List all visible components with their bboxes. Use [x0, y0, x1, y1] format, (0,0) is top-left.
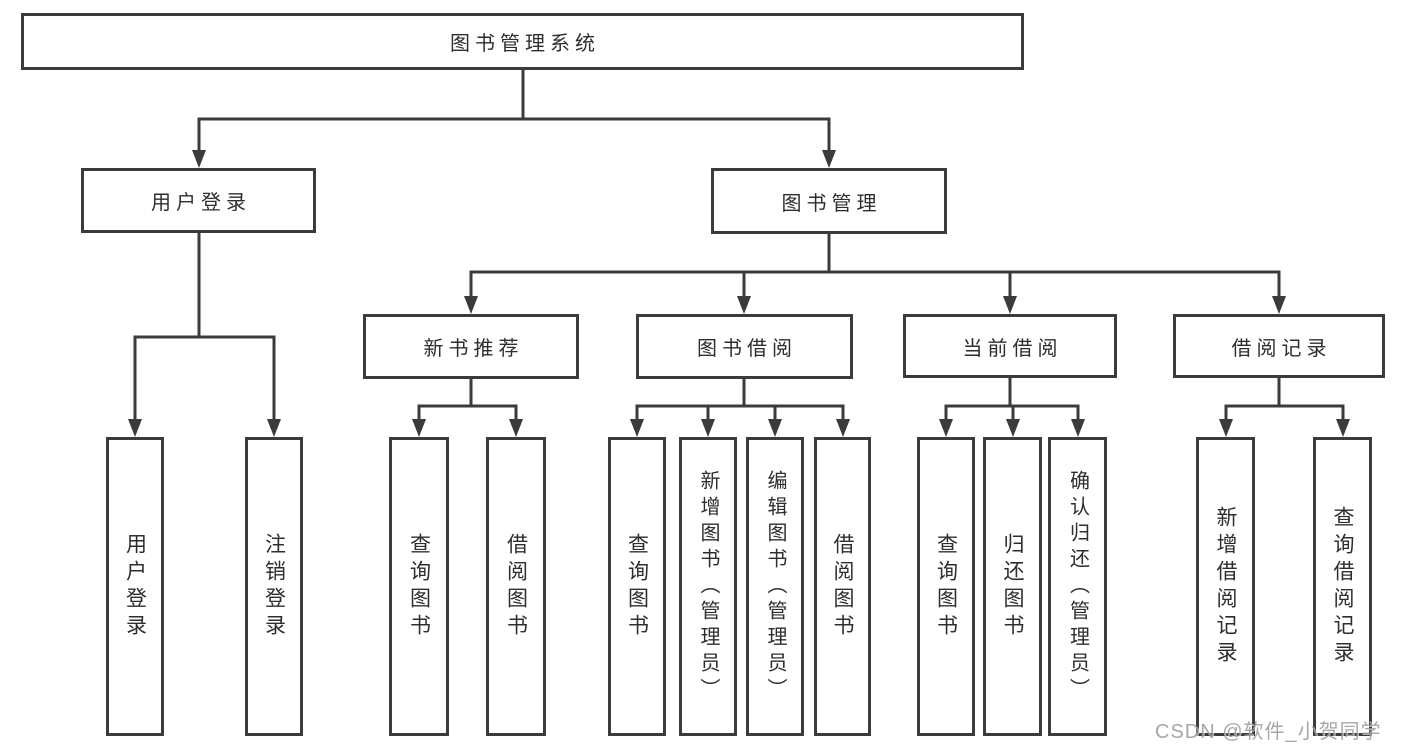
- node-user-login: 用户登录: [81, 168, 316, 233]
- connector-current-to-leaves: [944, 378, 1080, 421]
- node-leaf-borrow-book-2: 借阅图书: [814, 437, 871, 736]
- node-book-borrowing: 图书借阅: [636, 314, 853, 379]
- node-borrowing-records: 借阅记录: [1173, 314, 1385, 378]
- node-leaf-user-login: 用户登录: [106, 437, 164, 736]
- node-leaf-logout: 注销登录: [245, 437, 303, 736]
- node-current-borrowing: 当前借阅: [903, 314, 1117, 378]
- node-leaf-confirm-return-admin: 确认归还（管理员）: [1048, 437, 1107, 736]
- node-library-system: 图书管理系统: [21, 13, 1024, 70]
- node-leaf-query-book-2: 查询图书: [608, 437, 666, 736]
- node-leaf-query-borrow-record: 查询借阅记录: [1313, 437, 1372, 736]
- connector-userlogin-to-leaves: [133, 232, 276, 421]
- node-book-management: 图书管理: [711, 168, 947, 234]
- csdn-watermark: CSDN @软件_小贺同学: [1155, 721, 1382, 743]
- node-leaf-return-book: 归还图书: [983, 437, 1042, 736]
- connector-records-to-leaves: [1224, 378, 1345, 421]
- node-leaf-add-borrow-record: 新增借阅记录: [1196, 437, 1255, 736]
- node-new-book-recommend: 新书推荐: [363, 314, 579, 379]
- node-leaf-borrow-book-1: 借阅图书: [486, 437, 546, 736]
- connector-root-to-level2: [197, 70, 831, 152]
- node-leaf-add-book-admin: 新增图书（管理员）: [679, 437, 737, 736]
- node-leaf-query-book-1: 查询图书: [389, 437, 449, 736]
- connector-borrowing-to-leaves: [635, 379, 845, 421]
- connector-newbook-to-leaves: [417, 379, 518, 421]
- connector-bookmgmt-to-level3: [469, 234, 1281, 298]
- node-leaf-edit-book-admin: 编辑图书（管理员）: [746, 437, 804, 736]
- node-leaf-query-book-3: 查询图书: [917, 437, 975, 736]
